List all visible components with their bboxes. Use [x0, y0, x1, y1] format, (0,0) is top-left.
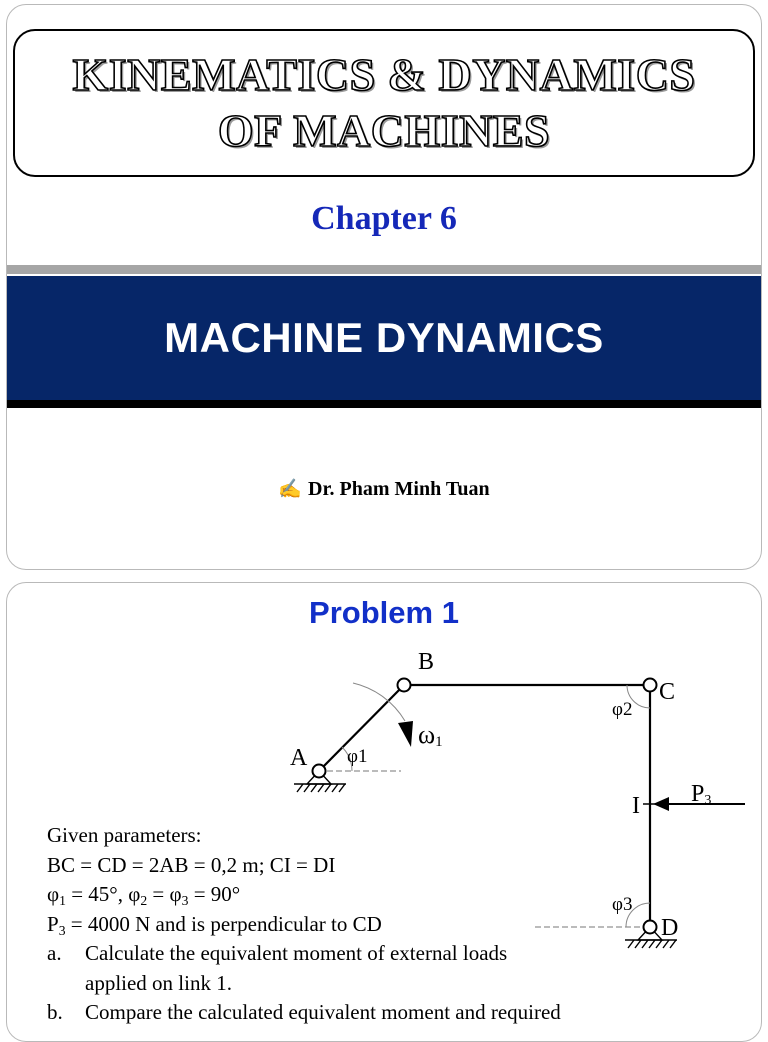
joint-d: [642, 919, 658, 935]
task-a-marker: a.: [47, 941, 62, 965]
omega-arrow: [398, 721, 413, 747]
force-p3-arrowhead: [653, 797, 669, 811]
label-p3: P3: [691, 781, 711, 808]
given-force: P3 = 4000 N and is perpendicular to CD: [47, 911, 382, 938]
course-title-line-1: KINEMATICS & DYNAMICS: [72, 48, 696, 101]
author-name: Dr. Pham Minh Tuan: [308, 478, 490, 500]
joint-a: [311, 763, 327, 779]
given-parameters: Given parameters: BC = CD = 2AB = 0,2 m;…: [47, 821, 687, 1028]
course-title-box: KINEMATICS & DYNAMICS OF MACHINES: [13, 29, 755, 177]
given-angles: φ1 = 45°, φ2 = φ3 = 90°: [47, 882, 241, 909]
chapter-label: Chapter 6: [311, 200, 457, 237]
label-d: D: [661, 915, 678, 941]
omega-arc: [352, 682, 406, 722]
task-a: a. Calculate the equivalent moment of ex…: [47, 939, 687, 969]
task-b-marker: b.: [47, 1000, 63, 1024]
label-i: I: [632, 793, 640, 819]
label-c: C: [659, 679, 675, 705]
label-phi2: φ2: [612, 699, 632, 720]
label-phi1: φ1: [347, 746, 367, 767]
label-phi3: φ3: [612, 894, 632, 915]
pen-writing-icon: ✍: [278, 479, 303, 500]
arc-phi1: [341, 746, 353, 772]
link-ab: [318, 684, 405, 772]
task-a-text-line2: applied on link 1.: [85, 970, 232, 995]
problem-slide: Problem 1: [6, 582, 762, 1042]
arc-phi2: [626, 684, 651, 709]
arc-phi3: [625, 902, 651, 928]
task-b: b. Compare the calculated equivalent mom…: [47, 998, 687, 1028]
task-a-text-line1: Calculate the equivalent moment of exter…: [85, 941, 508, 965]
mechanism-diagram: B C A D I φ1 φ2 φ3 ω1 P3: [290, 649, 745, 949]
joint-b: [396, 677, 412, 693]
black-divider: [7, 400, 761, 408]
task-b-text: Compare the calculated equivalent moment…: [85, 1000, 561, 1024]
section-title: MACHINE DYNAMICS: [7, 276, 761, 400]
label-a: A: [290, 745, 308, 771]
course-title-line-2: OF MACHINES: [217, 104, 551, 157]
given-lengths: BC = CD = 2AB = 0,2 m; CI = DI: [47, 852, 336, 877]
label-omega: ω1: [418, 720, 443, 750]
given-heading: Given parameters:: [47, 823, 202, 847]
label-b: B: [418, 649, 434, 675]
grey-divider: [7, 265, 761, 274]
problem-title: Problem 1: [309, 595, 459, 630]
title-slide: KINEMATICS & DYNAMICS OF MACHINES Chapte…: [6, 4, 762, 570]
author-line: ✍Dr. Pham Minh Tuan: [7, 477, 761, 501]
joint-c: [642, 677, 658, 693]
